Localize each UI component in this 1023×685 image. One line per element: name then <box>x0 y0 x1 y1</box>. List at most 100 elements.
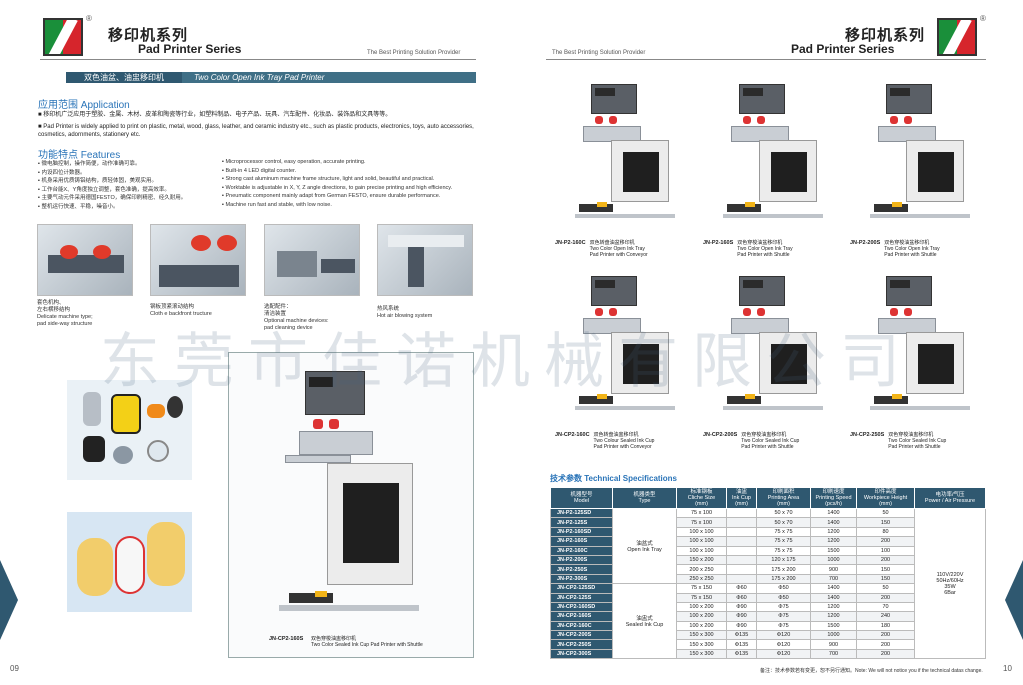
application-en: ■ Pad Printer is widely applied to print… <box>38 124 474 138</box>
spec-inkcup <box>726 564 757 575</box>
spec-cliche: 150 x 300 <box>676 630 727 641</box>
machine-image <box>723 80 823 220</box>
feature-en-item: ▪ Microprocessor control, easy operation… <box>222 159 366 165</box>
spec-height: 200 <box>856 554 915 566</box>
spec-cliche: 100 x 100 <box>676 545 727 556</box>
features-en-list: ▪ Microprocessor control, easy operation… <box>222 158 484 209</box>
machine-model: JN-P2-160C <box>555 240 586 246</box>
spec-speed: 1500 <box>810 620 857 632</box>
machine-image <box>723 272 823 412</box>
spec-cliche: 100 x 100 <box>676 536 727 547</box>
spec-area: 75 x 75 <box>756 545 811 556</box>
featured-machine-model: JN-CP2-160S <box>269 636 304 642</box>
band-title-en: Two Color Open Ink Tray Pad Printer <box>194 73 325 82</box>
tagline: The Best Printing Solution Provider <box>552 50 646 56</box>
machine-model: JN-P2-200S <box>850 240 881 246</box>
header-rule <box>40 59 476 60</box>
spec-cliche: 100 x 200 <box>676 620 727 632</box>
feature-en-item: ▪ Machine run fast and stable, with low … <box>222 201 332 208</box>
spec-model: JN-P2-300S <box>550 573 613 585</box>
feature-cn-item: ▪ 内设四位计数器。 <box>38 169 86 176</box>
page-edge-decoration <box>0 560 18 640</box>
spec-speed: 1400 <box>810 517 857 528</box>
feature-cn-item: ▪ 整机运行快速、平稳，噪音小。 <box>38 203 119 210</box>
spec-height: 200 <box>856 648 915 660</box>
spec-area: Φ75 <box>756 620 811 632</box>
header-rule <box>546 59 986 60</box>
spec-speed: 1200 <box>810 526 857 538</box>
spec-height: 80 <box>856 526 915 538</box>
spec-area: Φ50 <box>756 583 811 594</box>
spec-cliche: 150 x 200 <box>676 554 727 566</box>
application-cn: ■ 移印机广泛应用于塑胶、金属、木材、皮革和陶瓷等行业，如塑料制品、电子产品、玩… <box>38 112 392 118</box>
spec-model: JN-P2-250S <box>550 564 613 575</box>
sample-toys-photo <box>67 512 192 612</box>
spec-speed: 1200 <box>810 611 857 622</box>
spec-speed: 1200 <box>810 536 857 547</box>
spec-area: 50 x 70 <box>756 517 811 528</box>
spec-speed: 1400 <box>810 507 857 519</box>
spec-inkcup: Φ135 <box>726 639 757 650</box>
spec-height: 200 <box>856 592 915 603</box>
spec-inkcup: Φ135 <box>726 630 757 641</box>
spec-note: 备注：技术参数若有变更，恕不另行通知。Note: We will not not… <box>760 668 983 674</box>
spec-speed: 900 <box>810 639 857 650</box>
spec-model: JN-CP2-125SD <box>550 583 613 594</box>
band-title-cn: 双色油盆、油盅移印机 <box>66 72 182 83</box>
detail-caption: 钢板顶紧滚动结构 Cloth e backfront tructure <box>150 304 212 317</box>
spec-inkcup: Φ60 <box>726 592 757 603</box>
spec-speed: 1400 <box>810 592 857 603</box>
spec-model: JN-P2-125SD <box>550 507 613 519</box>
spec-cliche: 75 x 100 <box>676 507 727 519</box>
machine-image <box>870 272 970 412</box>
machine-model: JN-P2-160S <box>703 240 734 246</box>
spec-area: Φ75 <box>756 601 811 613</box>
spec-inkcup: Φ90 <box>726 611 757 622</box>
feature-en-item: ▪ Pneumatic component mainly adapt from … <box>222 193 441 199</box>
spec-cliche: 100 x 200 <box>676 611 727 622</box>
spec-area: 120 x 175 <box>756 554 811 566</box>
spec-cliche: 150 x 300 <box>676 639 727 650</box>
detail-photo-shuttle <box>37 224 133 296</box>
brand-logo <box>43 18 83 56</box>
spec-area: Φ120 <box>756 648 811 660</box>
sample-products-photo <box>67 380 192 480</box>
featured-machine-panel: JN-CP2-160S 双色穿梭油盅移印机 Two Color Sealed I… <box>228 352 474 658</box>
spec-height: 240 <box>856 611 915 622</box>
feature-en-item: ▪ Built-in 4 LED digital counter. <box>222 167 297 174</box>
spec-inkcup <box>726 573 757 585</box>
spec-height: 150 <box>856 517 915 528</box>
detail-photo-hot-air <box>377 224 473 296</box>
features-heading: 功能特点 Features <box>38 150 121 161</box>
feature-en-item: ▪ Strong cast aluminum machine frame str… <box>222 176 435 182</box>
page-number-left: 09 <box>10 664 19 673</box>
spec-height: 100 <box>856 545 915 556</box>
spec-area: 75 x 75 <box>756 536 811 547</box>
spec-inkcup: Φ90 <box>726 601 757 613</box>
spec-speed: 1000 <box>810 630 857 641</box>
spec-area: 175 x 200 <box>756 573 811 585</box>
spec-heading: 技术参数 Technical Specifications <box>550 474 678 483</box>
spec-speed: 900 <box>810 564 857 575</box>
spec-height: 150 <box>856 564 915 575</box>
spec-height: 50 <box>856 583 915 594</box>
